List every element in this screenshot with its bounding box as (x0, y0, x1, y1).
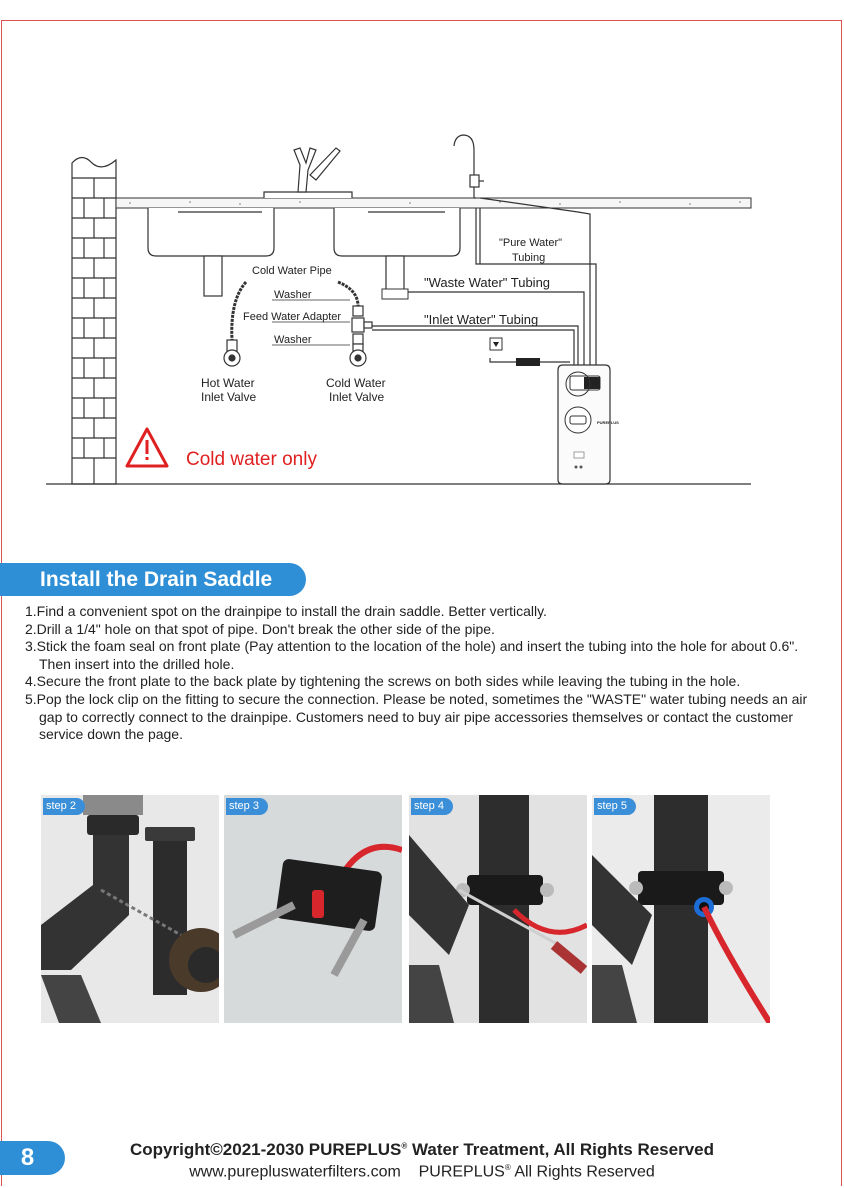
photo-step-4: step 4 (409, 795, 587, 1023)
unit-brand: PUREPLUS (597, 420, 619, 425)
photo-step-5: step 5 (592, 795, 770, 1023)
hot-water-valve (224, 340, 240, 366)
mixer-faucet (294, 148, 340, 192)
label-cold-valve-2: Inlet Valve (329, 390, 384, 404)
label-waste-water-tubing: "Waste Water" Tubing (424, 275, 550, 290)
cold-water-valve (350, 344, 366, 366)
step-5-badge: step 5 (594, 798, 636, 815)
label-hot-valve-1: Hot Water (201, 376, 255, 390)
copyright-suffix: Water Treatment, All Rights Reserved (407, 1140, 714, 1159)
step-4-badge: step 4 (411, 798, 453, 815)
label-washer-bottom: Washer (274, 334, 312, 346)
rights-prefix: PUREPLUS (419, 1163, 505, 1180)
installation-diagram: PUREPLUS "Pure Water" Tubing Cold Water … (0, 0, 844, 500)
label-washer-top: Washer (274, 289, 312, 301)
label-inlet-water-tubing: "Inlet Water" Tubing (424, 312, 538, 327)
label-cold-water-pipe: Cold Water Pipe (252, 265, 332, 277)
label-hot-valve-2: Inlet Valve (201, 390, 256, 404)
instruction-step-3: 3.Stick the foam seal on front plate (Pa… (25, 638, 825, 673)
ro-faucet (454, 135, 484, 198)
instruction-step-5: 5.Pop the lock clip on the fitting to se… (25, 691, 825, 744)
instruction-step-4: 4.Secure the front plate to the back pla… (25, 673, 825, 691)
copyright-line: Copyright©2021-2030 PUREPLUS® Water Trea… (0, 1140, 844, 1160)
section-title: Install the Drain Saddle (0, 563, 306, 596)
warning-icon (127, 429, 167, 466)
countertop (116, 198, 751, 208)
rights-suffix: All Rights Reserved (511, 1163, 655, 1180)
website-link[interactable]: www.purepluswaterfilters.com (189, 1163, 401, 1180)
step-3-badge: step 3 (226, 798, 268, 815)
label-pure-water: "Pure Water" (499, 237, 562, 249)
instruction-step-2: 2.Drill a 1/4" hole on that spot of pipe… (25, 621, 825, 639)
copyright-prefix: Copyright©2021-2030 PUREPLUS (130, 1140, 401, 1159)
instruction-list: 1.Find a convenient spot on the drainpip… (25, 603, 825, 744)
photo-step-3: step 3 (224, 795, 402, 1023)
brick-wall (72, 158, 116, 485)
label-pure-water-tubing: Tubing (512, 252, 545, 264)
warning-text: Cold water only (186, 449, 317, 470)
website-line: www.purepluswaterfilters.com PUREPLUS® A… (0, 1163, 844, 1181)
ro-filter-unit: PUREPLUS (558, 365, 619, 484)
label-feed-water-adapter: Feed Water Adapter (243, 311, 341, 323)
step-2-badge: step 2 (43, 798, 85, 815)
label-cold-valve-1: Cold Water (326, 376, 386, 390)
instruction-step-1: 1.Find a convenient spot on the drainpip… (25, 603, 825, 621)
photo-step-2: step 2 (41, 795, 219, 1023)
